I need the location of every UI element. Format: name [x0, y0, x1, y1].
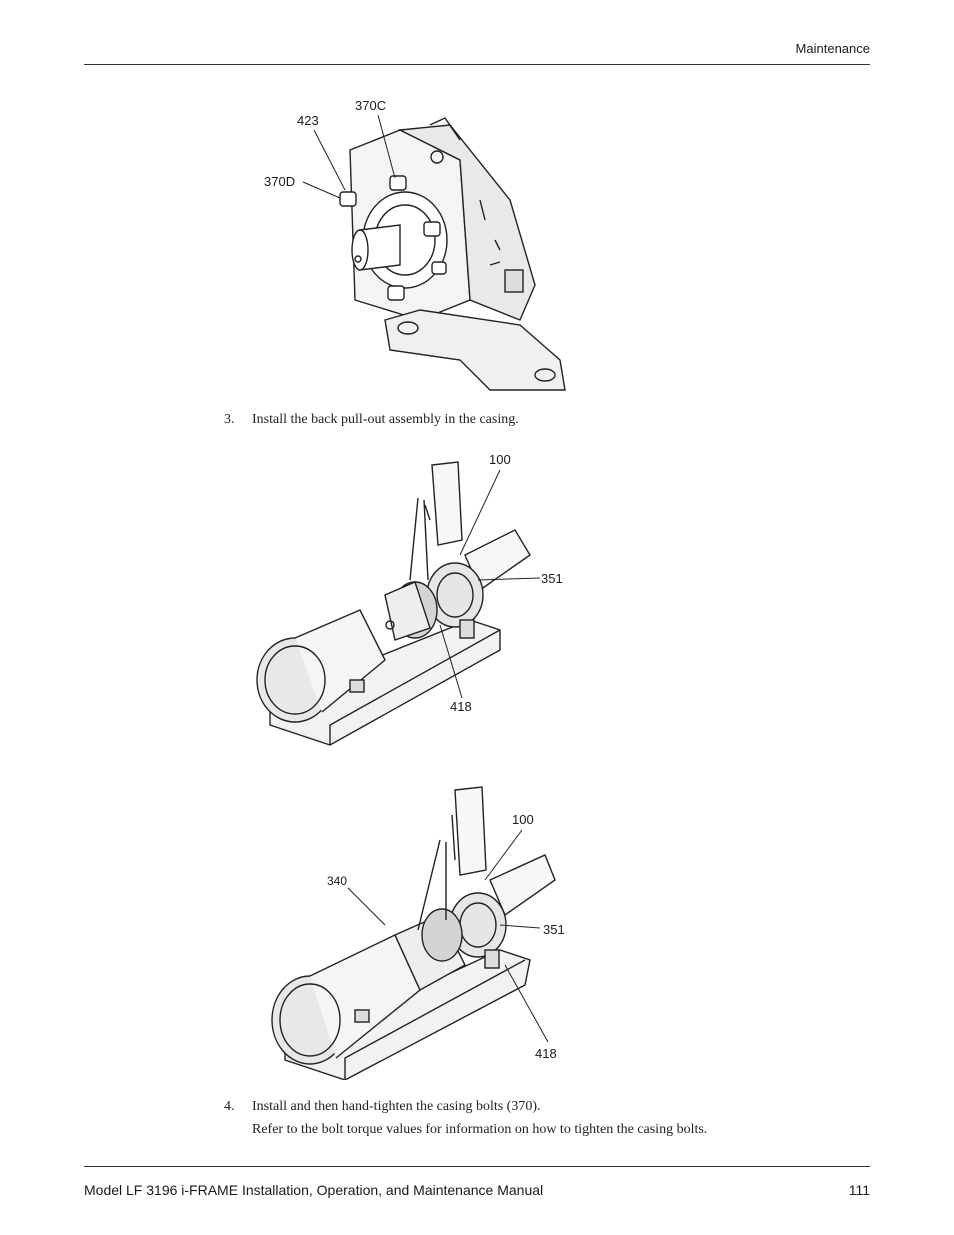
step-text: Install the back pull-out assembly in th… — [252, 412, 519, 427]
installed-assembly-drawing — [271, 786, 556, 1080]
callout-351: 351 — [541, 571, 563, 586]
figure-bearing-frame: 370C 423 370D — [0, 0, 954, 400]
bearing-frame-drawing — [302, 114, 566, 391]
section-title: Maintenance — [795, 41, 870, 56]
step-number: 4. — [224, 1099, 235, 1114]
callout-418: 418 — [450, 699, 472, 714]
manual-title: Model LF 3196 i-FRAME Installation, Oper… — [84, 1182, 544, 1198]
callout-100: 100 — [489, 452, 511, 467]
callout-370d: 370D — [264, 174, 296, 189]
callout-100: 100 — [512, 812, 534, 827]
page-header: Maintenance — [84, 40, 870, 65]
page-number: 111 — [848, 1182, 870, 1198]
callout-418: 418 — [535, 1046, 557, 1061]
callout-340: 340 — [327, 874, 348, 888]
callout-423: 423 — [297, 113, 319, 128]
callout-351: 351 — [543, 922, 565, 937]
step-text: Install and then hand-tighten the casing… — [252, 1099, 541, 1114]
pullout-assembly-drawing — [256, 461, 541, 746]
page-footer: Model LF 3196 i-FRAME Installation, Oper… — [84, 1166, 870, 1198]
step-number: 3. — [224, 412, 235, 427]
figure-installed-assembly: 100 340 351 418 — [0, 780, 954, 1080]
figure-pullout-assembly: 100 351 418 — [0, 440, 954, 760]
step-note: Refer to the bolt torque values for info… — [252, 1122, 708, 1137]
callout-370c: 370C — [355, 98, 387, 113]
